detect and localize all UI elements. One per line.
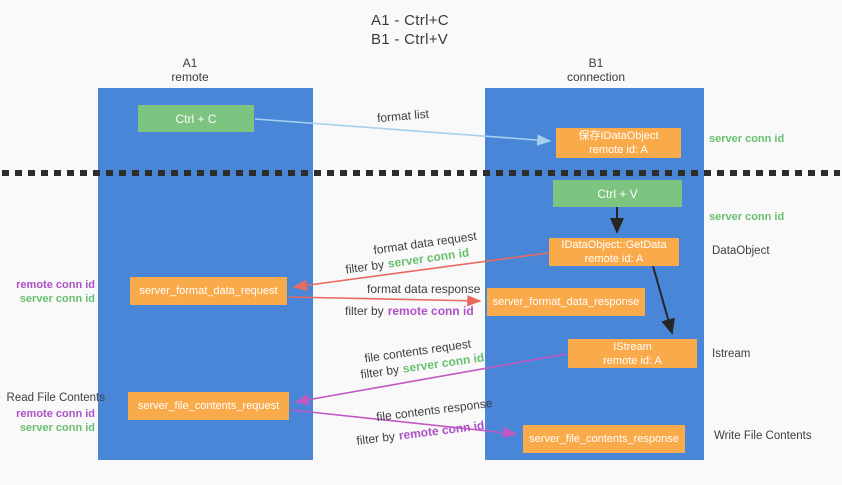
node-getdata-line1: IDataObject::GetData: [561, 239, 667, 251]
node-save-idataobject-line1: 保存IDataObject: [578, 130, 659, 142]
column-b1-id: B1: [588, 56, 604, 70]
side-label-write-file-contents: Write File Contents: [714, 430, 812, 442]
column-a1-id: A1: [182, 56, 198, 70]
phase-divider-dotted-line: [2, 170, 840, 176]
left-label-server-conn-id-2: server conn id: [19, 422, 95, 434]
node-ctrl-v: Ctrl + V: [553, 180, 682, 207]
edge-label-format-data-response-text: format data response: [367, 282, 481, 296]
side-label-dataobject: DataObject: [712, 245, 770, 257]
node-file-response-label: server_file_contents_response: [529, 433, 679, 445]
left-label-remote-conn-id-2: remote conn id: [16, 408, 95, 420]
node-ctrl-c-label: Ctrl + C: [175, 111, 217, 126]
left-label-read-file-contents: Read File Contents: [6, 392, 105, 404]
node-ctrl-v-label: Ctrl + V: [597, 186, 638, 201]
node-format-response-label: server_format_data_response: [492, 296, 640, 308]
side-label-istream: Istream: [712, 348, 751, 360]
filter-by-text: filter by: [344, 257, 385, 277]
remote-conn-id-text: remote conn id: [387, 304, 474, 318]
left-label-group-file: Read File Contents remote conn id server…: [0, 391, 105, 435]
column-a1-role: remote: [171, 70, 209, 84]
node-save-idataobject: 保存IDataObject remote id: A: [556, 128, 681, 158]
column-header-a1: A1 remote: [130, 56, 250, 84]
node-istream-line1: IStream: [613, 340, 652, 353]
filter-by-text: filter by: [345, 304, 384, 318]
node-server-file-contents-response: server_file_contents_response: [523, 425, 685, 453]
remote-conn-id-text: remote conn id: [397, 418, 486, 443]
node-istream: IStream remote id: A: [568, 339, 697, 368]
title-line-1: A1 - Ctrl+C: [371, 12, 449, 29]
diagram-title: A1 - Ctrl+C B1 - Ctrl+V: [371, 11, 449, 49]
filter-by-text: filter by: [355, 429, 396, 448]
node-istream-line2: remote id: A: [603, 354, 662, 367]
node-file-request-label: server_file_contents_request: [137, 400, 280, 412]
edge-label-format-data-response: format data response: [367, 282, 480, 296]
column-b1-role: connection: [566, 70, 626, 84]
node-server-file-contents-request: server_file_contents_request: [128, 392, 289, 420]
left-label-remote-conn-id-1: remote conn id: [16, 279, 95, 291]
arrow-format-data-response: [288, 295, 482, 307]
node-save-idataobject-line2: remote id: A: [589, 144, 648, 156]
title-line-2: B1 - Ctrl+V: [371, 31, 449, 48]
edge-label-format-list: format list: [376, 107, 429, 125]
node-getdata-line2: remote id: A: [584, 253, 644, 265]
side-label-server-conn-id-top: server conn id: [709, 133, 785, 145]
node-ctrl-c: Ctrl + C: [138, 105, 254, 132]
node-idataobject-getdata: IDataObject::GetData remote id: A: [549, 238, 679, 266]
edge-label-format-list-text: format list: [376, 106, 430, 126]
node-server-format-data-request: server_format_data_request: [130, 277, 287, 305]
side-label-server-conn-id-mid: server conn id: [709, 211, 785, 223]
node-format-request-label: server_format_data_request: [139, 285, 278, 297]
column-header-b1: B1 connection: [536, 56, 656, 84]
node-server-format-data-response: server_format_data_response: [487, 288, 645, 316]
left-label-server-conn-id-1: server conn id: [19, 293, 95, 305]
left-label-group-format: remote conn id server conn id: [0, 278, 95, 306]
